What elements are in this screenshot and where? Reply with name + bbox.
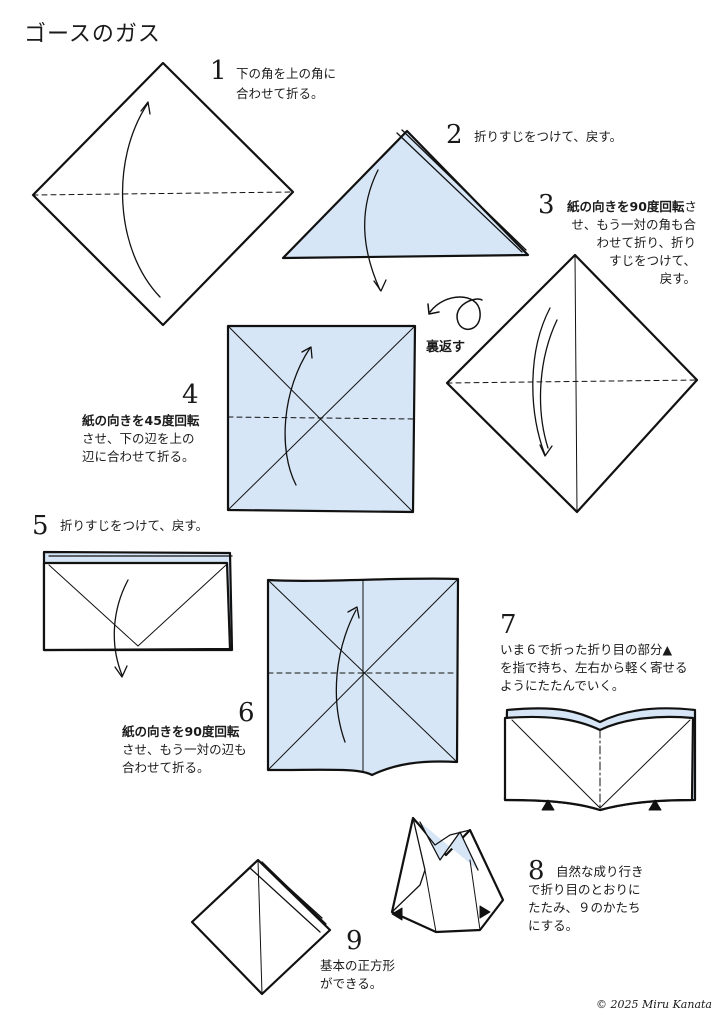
- step6-square: [266, 577, 460, 777]
- step5-rectangle: [42, 550, 234, 678]
- step3-text-1: せ、もう一対の角も合: [571, 217, 696, 232]
- step8-shape: [390, 816, 505, 934]
- step8-text-3: たたみ、９のかたち: [528, 900, 641, 915]
- step7-text-2: を指で持ち、左右から軽く寄せる: [500, 660, 688, 675]
- turn-over-label: 裏返す: [426, 340, 466, 355]
- step7-number: 7: [500, 610, 517, 640]
- step3-rest: さ: [684, 199, 697, 214]
- step2-text: 折りすじをつけて、戻す。: [474, 129, 623, 144]
- step3-text-head: 紙の向きを90度回転さ: [567, 199, 697, 215]
- step2-number: 2: [446, 120, 463, 150]
- step3-text-2: わせて折り、折り: [596, 235, 696, 250]
- step3-text-3: すじをつけて、: [609, 253, 696, 268]
- step7-shape: [503, 707, 697, 812]
- step7-text-1: いま６で折った折り目の部分▲: [500, 642, 673, 657]
- step1-number: 1: [210, 56, 227, 86]
- step3-number: 3: [538, 190, 555, 220]
- step3-text-4: 戻す。: [659, 271, 696, 286]
- step4-text-2: 辺に合わせて折る。: [82, 449, 195, 464]
- step1-text-2: 合わせて折る。: [236, 86, 324, 101]
- step6-text-2: 合わせて折る。: [122, 760, 210, 775]
- step8-text-1: 自然な成り行き: [556, 864, 644, 879]
- step4-square: [226, 324, 417, 514]
- step9-number: 9: [346, 926, 363, 956]
- step5-number: 5: [32, 511, 49, 541]
- step3-diamond: [445, 253, 699, 514]
- step2-triangle: [281, 129, 530, 292]
- step6-bold: 紙の向きを90度回転: [122, 724, 240, 739]
- step4-number: 4: [182, 380, 199, 410]
- copyright: © 2025 Miru Kanata: [595, 998, 712, 1011]
- step5-text: 折りすじをつけて、戻す。: [60, 518, 209, 533]
- step3-bold: 紙の向きを90度回転: [567, 199, 685, 214]
- step1-diamond: [31, 61, 295, 327]
- step4-text-1: させ、下の辺を上の: [82, 431, 195, 446]
- step6-text-1: させ、もう一対の辺も: [122, 742, 247, 757]
- step9-text-2: ができる。: [320, 976, 383, 991]
- step9-text-1: 基本の正方形: [320, 958, 396, 973]
- page-title: ゴースのガス: [24, 22, 161, 47]
- step1-text-1: 下の角を上の角に: [236, 66, 337, 81]
- step8-text-4: にする。: [528, 918, 579, 933]
- step9-shape: [190, 858, 332, 996]
- step8-text-2: で折り目のとおりに: [528, 882, 641, 897]
- step6-number: 6: [238, 698, 255, 728]
- step4-bold: 紙の向きを45度回転: [82, 413, 200, 428]
- step7-text-3: ようにたたんでいく。: [500, 678, 625, 693]
- turn-over-arrow: [427, 296, 483, 331]
- step8-number: 8: [528, 856, 545, 886]
